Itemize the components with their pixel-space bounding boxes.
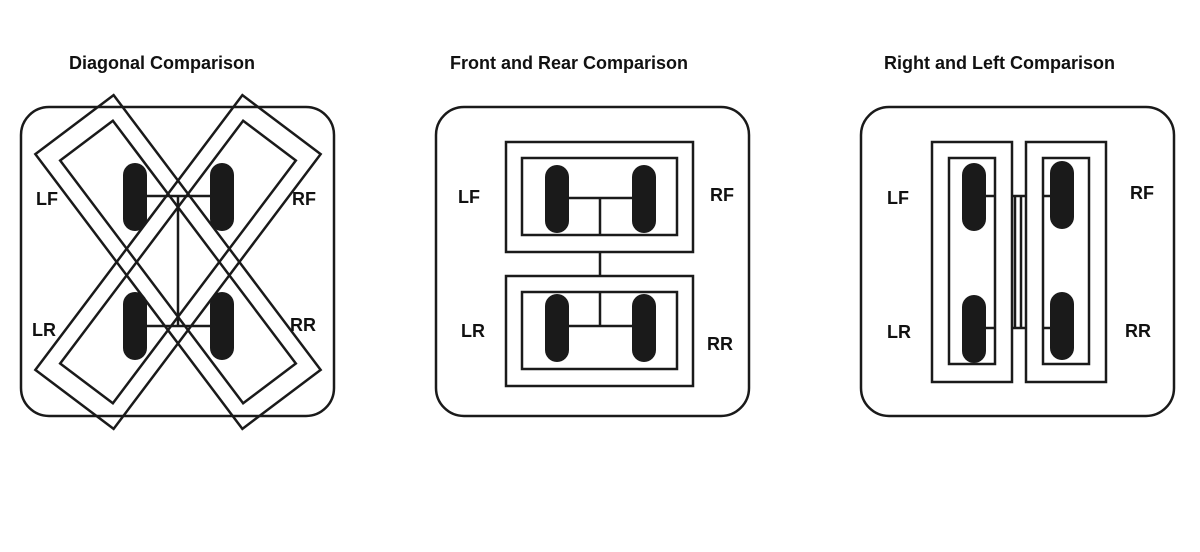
right-group-inner: [1041, 156, 1091, 366]
wheel-lf: [545, 165, 569, 233]
left-group-outer: [930, 140, 1014, 384]
wheels: [123, 163, 234, 360]
chassis: [135, 194, 222, 328]
wheel-rr: [210, 292, 234, 360]
wheel-rr: [1050, 292, 1074, 360]
right-left-comparison-title: Right and Left Comparison: [884, 53, 1115, 73]
label-rr: RR: [707, 334, 733, 354]
diagonal-band-rf-lr: [33, 93, 323, 431]
left-group-inner: [947, 156, 997, 366]
label-lr: LR: [32, 320, 56, 340]
wheel-lf: [962, 163, 986, 231]
label-lr: LR: [461, 321, 485, 341]
wheel-rr: [632, 294, 656, 362]
panel-frame: [434, 105, 751, 418]
diagonal-comparison-panel: LF RF LR RR: [19, 93, 336, 431]
panel-frame: [19, 105, 336, 418]
wheels: [545, 165, 656, 362]
wheel-lr: [962, 295, 986, 363]
label-rf: RF: [710, 185, 734, 205]
label-lf: LF: [887, 188, 909, 208]
label-rr: RR: [1125, 321, 1151, 341]
label-rf: RF: [1130, 183, 1154, 203]
wheel-lr: [123, 292, 147, 360]
diagonal-comparison-title: Diagonal Comparison: [69, 53, 256, 73]
label-rr: RR: [290, 315, 316, 335]
right-group-outer: [1024, 140, 1108, 384]
wheel-rf: [632, 165, 656, 233]
wheel-lr: [545, 294, 569, 362]
right-left-comparison-panel: LF RF LR RR: [859, 105, 1176, 418]
chassis: [975, 194, 1062, 330]
group-boxes: [930, 140, 1108, 384]
label-lf: LF: [458, 187, 480, 207]
label-rf: RF: [292, 189, 316, 209]
diagonal-band-lf-rr: [33, 93, 323, 431]
front-rear-comparison-panel: LF RF LR RR: [434, 105, 751, 418]
label-lr: LR: [887, 322, 911, 342]
wheel-lf: [123, 163, 147, 231]
wheel-rf: [210, 163, 234, 231]
label-lf: LF: [36, 189, 58, 209]
chassis: [557, 196, 644, 328]
wheels: [962, 161, 1074, 363]
wheel-rf: [1050, 161, 1074, 229]
front-rear-comparison-title: Front and Rear Comparison: [450, 53, 689, 73]
panel-frame: [859, 105, 1176, 418]
